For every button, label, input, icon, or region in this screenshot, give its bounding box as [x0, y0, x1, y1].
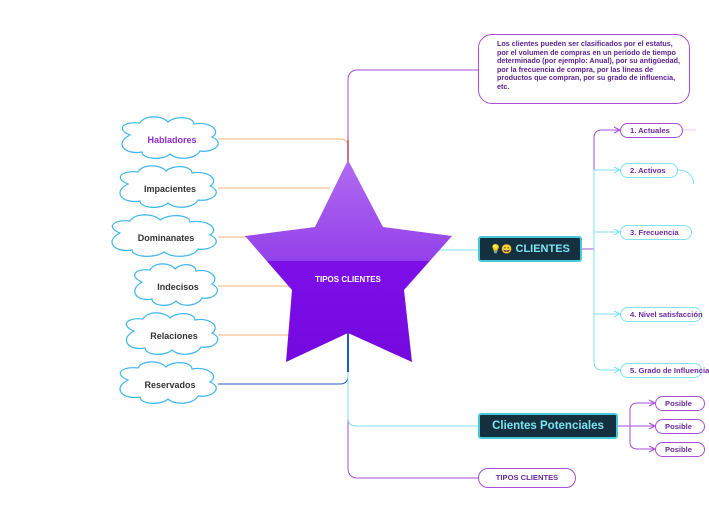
- cloud-shape: [125, 312, 219, 355]
- potenciales-child-posible[interactable]: Posible: [655, 442, 705, 457]
- clientes-child-actuales[interactable]: 1. Actuales: [620, 123, 683, 138]
- tipos-clientes-subtopic[interactable]: TIPOS CLIENTES: [478, 468, 576, 488]
- clientes-potenciales-label: Clientes Potenciales: [492, 420, 604, 432]
- clientes-child-activos[interactable]: 2. Activos: [620, 163, 678, 178]
- cloud-label: Impacientes: [144, 184, 196, 194]
- central-topic-label: TIPOS CLIENTES: [315, 275, 381, 284]
- cloud-node-relaciones[interactable]: Relaciones: [125, 312, 219, 355]
- clientes-potenciales-node[interactable]: Clientes Potenciales: [478, 413, 618, 439]
- note-box[interactable]: Los clientes pueden ser clasificados por…: [478, 34, 690, 104]
- cloud-label: Reservados: [144, 380, 195, 390]
- potenciales-child-posible[interactable]: Posible: [655, 419, 705, 434]
- cloud-node-reservados[interactable]: Reservados: [119, 361, 217, 404]
- cloud-shape: [134, 263, 218, 306]
- cloud-shape: [119, 165, 217, 208]
- cloud-node-impacientes[interactable]: Impacientes: [119, 165, 217, 208]
- clientes-child-grado-influencia[interactable]: 5. Grado de Influencia: [620, 363, 709, 378]
- central-topic[interactable]: TIPOS CLIENTES: [245, 160, 452, 362]
- cloud-label: Habladores: [147, 135, 196, 145]
- cloud-node-habladores[interactable]: Habladores: [121, 116, 219, 159]
- note-text: Los clientes pueden ser clasificados por…: [497, 39, 681, 91]
- cloud-shape: [119, 361, 217, 404]
- cloud-shape: [111, 214, 217, 257]
- clientes-child-frecuencia[interactable]: 3. Frecuencia: [620, 225, 692, 240]
- cloud-label: Indecisos: [157, 282, 199, 292]
- left-topics: Habladores Impacientes Dominanates Indec…: [111, 116, 219, 404]
- idea-smile-icon: 💡😀: [490, 243, 513, 254]
- cloud-label: Relaciones: [150, 331, 198, 341]
- potenciales-child-posible[interactable]: Posible: [655, 396, 705, 411]
- central-star-shape: [245, 160, 452, 362]
- cloud-node-indecisos[interactable]: Indecisos: [134, 263, 218, 306]
- cloud-label: Dominanates: [138, 233, 195, 243]
- clientes-node[interactable]: 💡😀 CLIENTES: [478, 236, 582, 262]
- clientes-child-nivel-satisfaccion[interactable]: 4. Nivel satisfacción: [620, 307, 703, 322]
- cloud-node-dominanates[interactable]: Dominanates: [111, 214, 217, 257]
- clientes-label: CLIENTES: [515, 243, 570, 255]
- cloud-shape: [121, 116, 219, 159]
